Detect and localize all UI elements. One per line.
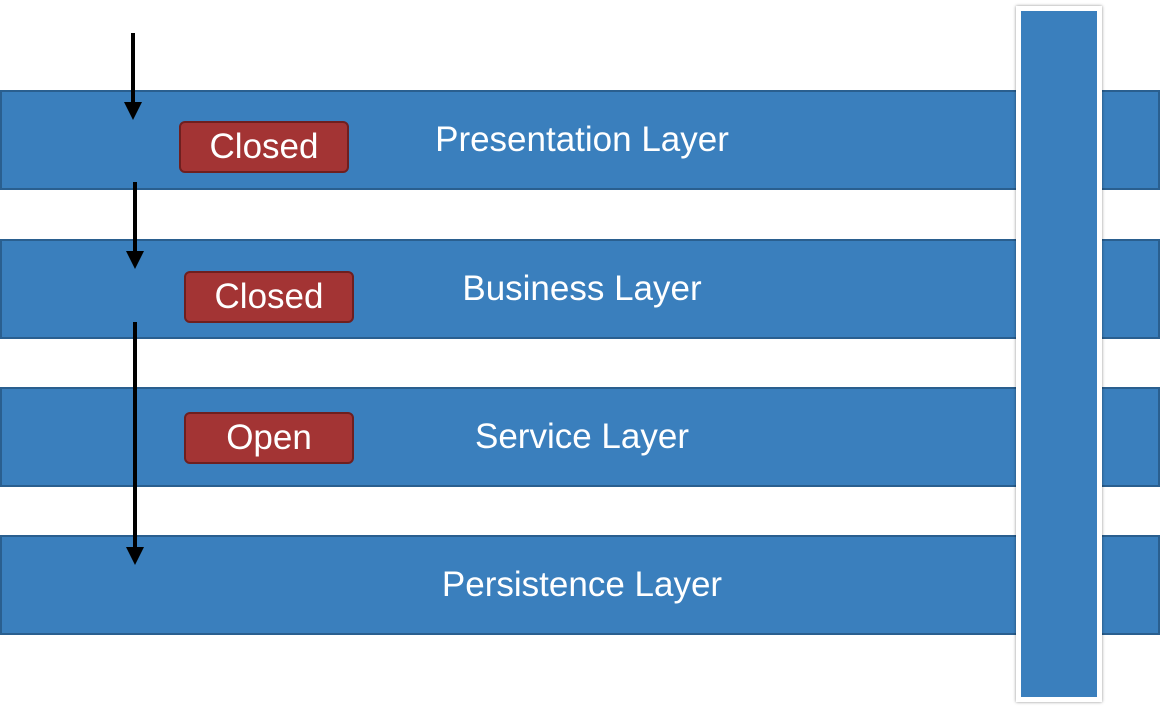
layer-business: Business Layer (0, 239, 1160, 339)
badge-presentation: Closed (179, 121, 349, 173)
layer-presentation: Presentation Layer (0, 90, 1160, 190)
layer-label: Service Layer (475, 417, 689, 456)
layer-label: Persistence Layer (441, 565, 723, 604)
badge-service: Open (184, 412, 354, 464)
layer-label: Business Layer (462, 269, 702, 308)
layer-label: Presentation Layer (435, 120, 729, 159)
layer-persistence: Persistence Layer (0, 535, 1160, 635)
badge-business: Closed (184, 271, 354, 323)
vertical-cross-cutting-bar (1016, 6, 1102, 702)
layer-service: Service Layer (0, 387, 1160, 487)
